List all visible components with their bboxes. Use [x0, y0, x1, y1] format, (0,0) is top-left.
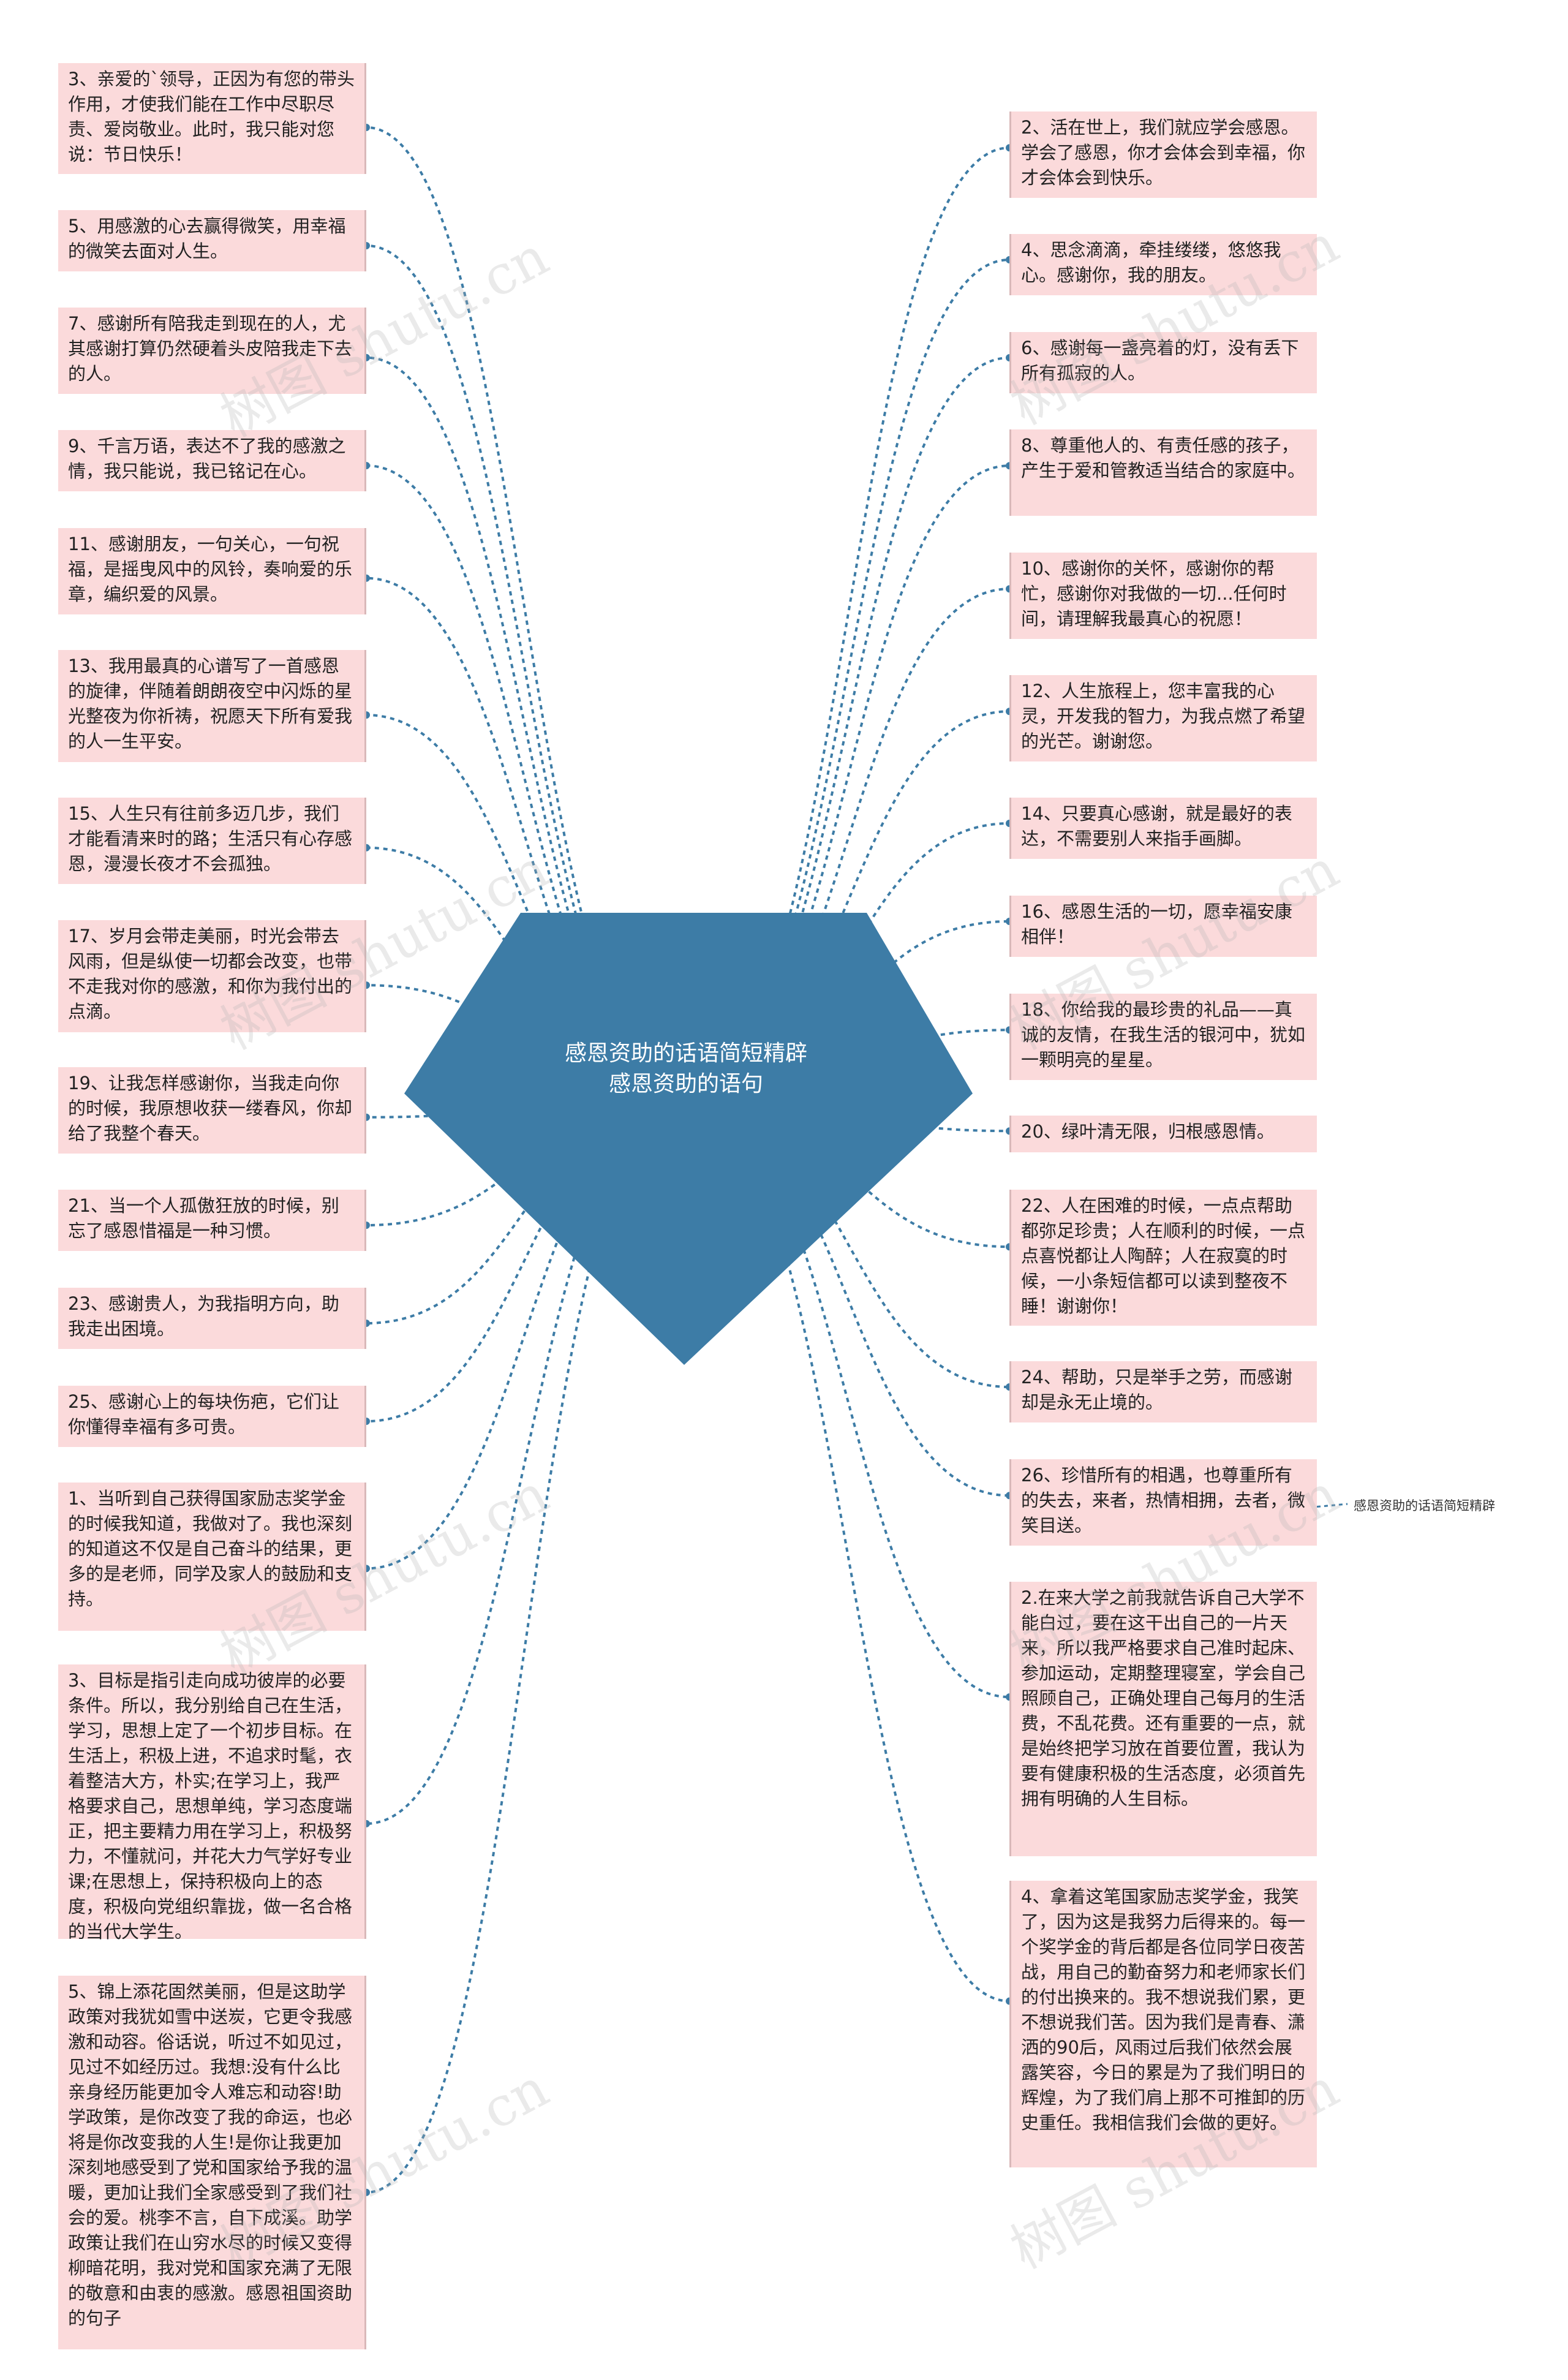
right-connector: [684, 464, 1010, 1098]
right-node[interactable]: 10、感谢你的关怀，感谢你的帮忙，感谢你对我做的一切...任何时间，请理解我最真…: [1009, 553, 1317, 639]
right-connector: [684, 1095, 1010, 1388]
left-node[interactable]: 23、感谢贵人，为我指明方向，助我走出困境。: [58, 1288, 366, 1349]
right-node[interactable]: 2、活在世上，我们就应学会感恩。学会了感恩，你才会体会到幸福，你才会体会到快乐。: [1009, 111, 1317, 198]
right-node[interactable]: 22、人在困难的时候，一点点帮助都弥足珍贵；人在顺利的时候，一点点喜悦都让人陶醉…: [1009, 1190, 1317, 1326]
right-connector: [684, 357, 1010, 1098]
right-node[interactable]: 8、尊重他人的、有责任感的孩子，产生于爱和管教适当结合的家庭中。: [1009, 429, 1317, 516]
left-node[interactable]: 17、岁月会带走美丽，时光会带去风雨，但是纵使一切都会改变，也带不走我对你的感激…: [58, 920, 366, 1032]
left-connector: [366, 126, 685, 1098]
right-node[interactable]: 18、你给我的最珍贵的礼品——真诚的友情，在我生活的银河中，犹如一颗明亮的星星。: [1009, 994, 1317, 1080]
left-node[interactable]: 7、感谢所有陪我走到现在的人，尤其感谢打算仍然硬着头皮陪我走下去的人。: [58, 308, 366, 394]
right-node[interactable]: 12、人生旅程上，您丰富我的心灵，开发我的智力，为我点燃了希望的光芒。谢谢您。: [1009, 675, 1317, 761]
left-node[interactable]: 15、人生只有往前多迈几步，我们才能看清来时的路；生活只有心存感恩，漫漫长夜才不…: [58, 798, 366, 884]
center-topic[interactable]: 感恩资助的话语简短精辟 感恩资助的语句: [472, 1038, 900, 1100]
right-node[interactable]: 26、珍惜所有的相遇，也尊重所有的失去，来者，热情相拥，去者，微笑目送。: [1009, 1459, 1317, 1546]
left-node[interactable]: 3、目标是指引走向成功彼岸的必要条件。所以，我分别给自己在生活，学习，思想上定了…: [58, 1664, 366, 1942]
left-node[interactable]: 1、当听到自己获得国家励志奖学金的时候我知道，我做对了。我也深刻的知道这不仅是自…: [58, 1483, 366, 1631]
right-node[interactable]: 4、拿着这笔国家励志奖学金，我笑了，因为这是我努力后得来的。每一个奖学金的背后都…: [1009, 1881, 1317, 2167]
left-connector: [366, 464, 685, 1098]
center-topic-line1: 感恩资助的话语简短精辟: [564, 1041, 807, 1066]
right-node[interactable]: 2.在来大学之前我就告诉自己大学不能白过，要在这干出自己的一片天来，所以我严格要…: [1009, 1582, 1317, 1856]
right-connector: [684, 710, 1010, 1098]
right-node[interactable]: 4、思念滴滴，牵挂缕缕，悠悠我心。感谢你，我的朋友。: [1009, 234, 1317, 295]
left-node[interactable]: 11、感谢朋友，一句关心，一句祝福，是摇曳风中的风铃，奏响爱的乐章，编织爱的风景…: [58, 528, 366, 614]
right-node[interactable]: 24、帮助，只是举手之劳，而感谢却是永无止境的。: [1009, 1361, 1317, 1422]
leaf-connector: [1316, 1503, 1348, 1508]
right-node[interactable]: 16、感恩生活的一切，愿幸福安康相伴！: [1009, 896, 1317, 957]
leaf-node[interactable]: 感恩资助的话语简短精辟: [1354, 1498, 1495, 1513]
left-node[interactable]: 13、我用最真的心谱写了一首感恩的旋律，伴随着朗朗夜空中闪烁的星光整夜为你祈祷，…: [58, 650, 366, 762]
right-node[interactable]: 6、感谢每一盏亮着的灯，没有丢下所有孤寂的人。: [1009, 332, 1317, 393]
left-node[interactable]: 19、让我怎样感谢你，当我走向你的时候，我原想收获一缕春风，你却给了我整个春天。: [58, 1067, 366, 1154]
right-connector: [684, 146, 1010, 1098]
right-connector: [684, 1029, 1010, 1098]
left-node[interactable]: 3、亲爱的`领导，正因为有您的带头作用，才使我们能在工作中尽职尽责、爱岗敬业。此…: [58, 63, 366, 174]
left-node[interactable]: 5、用感激的心去赢得微笑，用幸福的微笑去面对人生。: [58, 210, 366, 271]
center-diamond-shape: [404, 913, 973, 1365]
right-node[interactable]: 20、绿叶清无限，归根感恩情。: [1009, 1116, 1317, 1152]
left-node[interactable]: 9、千言万语，表达不了我的感激之情，我只能说，我已铭记在心。: [58, 430, 366, 491]
left-node[interactable]: 5、锦上添花固然美丽，但是这助学政策对我犹如雪中送炭，它更令我感激和动容。俗话说…: [58, 1976, 366, 2349]
left-node[interactable]: 25、感谢心上的每块伤疤，它们让你懂得幸福有多可贵。: [58, 1386, 366, 1447]
center-topic-line2: 感恩资助的语句: [608, 1071, 763, 1097]
left-connector: [366, 1095, 685, 1422]
left-node[interactable]: 21、当一个人孤傲狂放的时候，别忘了感恩惜福是一种习惯。: [58, 1190, 366, 1251]
left-connector: [366, 1095, 685, 1119]
right-node[interactable]: 14、只要真心感谢，就是最好的表达，不需要别人来指手画脚。: [1009, 798, 1317, 859]
